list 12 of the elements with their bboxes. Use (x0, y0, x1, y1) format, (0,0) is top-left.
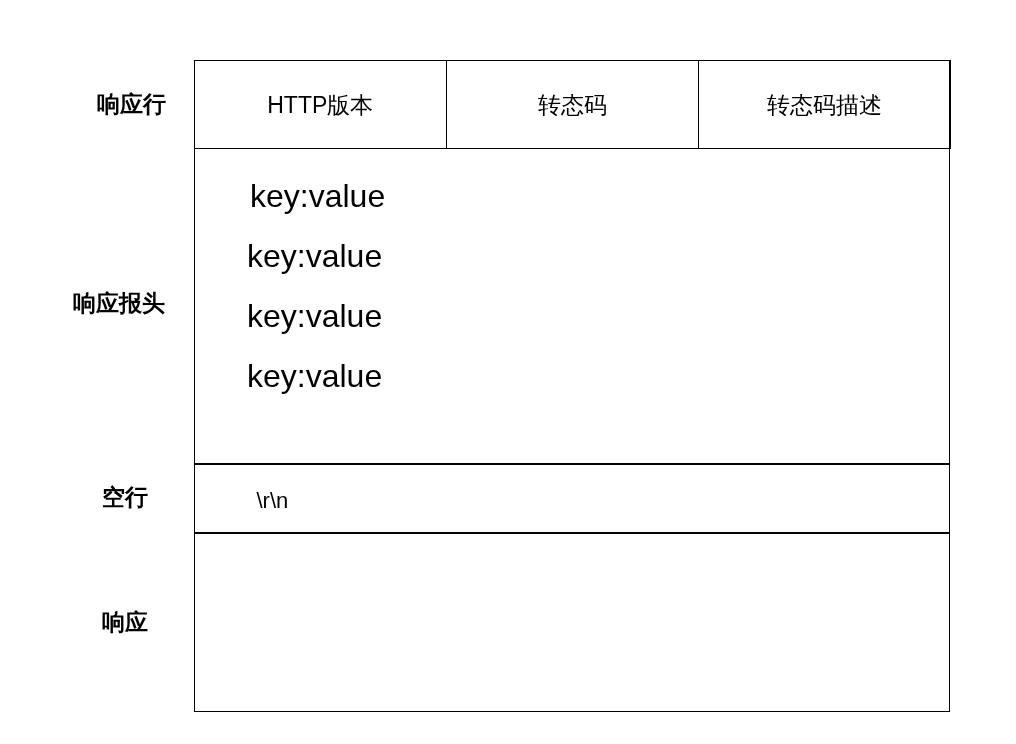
line-break-text: \r\n (256, 488, 289, 514)
cell-text: 转态码描述 (766, 91, 882, 118)
key-value-text: key:value (247, 357, 383, 394)
key-value-text: key:value (250, 177, 386, 214)
key-value-text: key:value (247, 297, 383, 334)
row-label: 响应行 (97, 90, 166, 118)
cell-text: HTTP版本 (267, 91, 374, 118)
row-label: 响应报头 (73, 289, 165, 316)
row-label: 响应 (102, 608, 148, 635)
row-label: 空行 (102, 483, 148, 511)
cell-text: 转态码 (537, 91, 607, 118)
key-value-text: key:value (247, 237, 383, 274)
